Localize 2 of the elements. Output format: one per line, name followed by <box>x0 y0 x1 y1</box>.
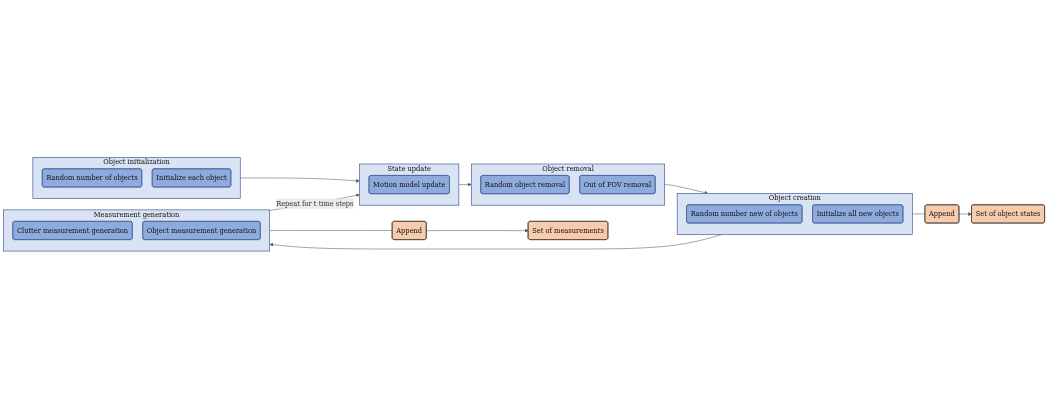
connector <box>269 230 393 232</box>
connector <box>912 213 926 215</box>
